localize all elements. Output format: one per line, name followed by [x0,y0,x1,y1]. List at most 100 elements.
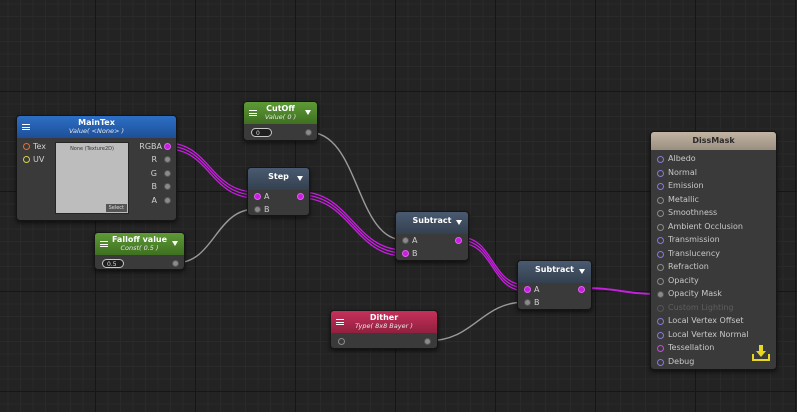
input-port-ambient-occlusion[interactable] [657,224,664,231]
input-label-normal: Normal [668,168,697,177]
output-port[interactable] [172,260,179,267]
wire-step-to-subtract1 [300,191,405,257]
input-port-local-vertex-offset[interactable] [657,318,664,325]
menu-icon[interactable] [249,110,257,116]
node-header[interactable]: Dither Type( 8x8 Bayer ) [331,311,437,333]
input-label-tessellation: Tessellation [668,343,715,352]
output-port-g[interactable] [164,170,171,177]
output-port-rgba[interactable] [164,143,171,150]
falloff-value-field[interactable]: 0.5 [102,259,124,268]
node-subtitle: Value( <None> ) [69,127,124,135]
input-label-uv: UV [33,155,45,164]
chevron-down-icon[interactable] [579,269,585,274]
output-port[interactable] [305,129,312,136]
wire-subtract1-to-subtract2 [458,236,527,292]
node-header[interactable]: Subtract [518,261,591,283]
input-port-b[interactable] [402,250,409,257]
chevron-down-icon[interactable] [456,220,462,225]
input-label-metallic: Metallic [668,195,699,204]
input-port-b[interactable] [254,206,261,213]
input-port-tex[interactable] [23,143,30,150]
input-port-a[interactable] [254,193,261,200]
input-label-ambient-occlusion: Ambient Occlusion [668,222,743,231]
node-dither[interactable]: Dither Type( 8x8 Bayer ) [330,310,438,349]
input-port-smoothness[interactable] [657,210,664,217]
wire-cutoff-to-subtract1 [307,131,405,241]
output-port-b[interactable] [164,183,171,190]
chevron-down-icon[interactable] [297,176,303,181]
output-label-a: A [151,196,157,205]
input-port-transmission[interactable] [657,237,664,244]
node-step[interactable]: Step A B [247,167,310,216]
input-port-custom-lighting [657,305,664,312]
output-port-r[interactable] [164,156,171,163]
node-subtract-1[interactable]: Subtract A B [395,211,469,261]
texture-select-button[interactable]: Select [105,204,127,212]
input-label-albedo: Albedo [668,154,696,163]
chevron-down-icon[interactable] [305,110,311,115]
texture-preview[interactable]: None (Texture2D) Select [55,142,129,214]
input-label-a: A [534,285,540,294]
output-port-a[interactable] [164,197,171,204]
node-subtract-2[interactable]: Subtract A B [517,260,592,310]
input-port-emission[interactable] [657,183,664,190]
input-port-refraction[interactable] [657,264,664,271]
node-header[interactable]: Subtract [396,212,468,234]
input-port-local-vertex-normal[interactable] [657,332,664,339]
node-header[interactable]: Falloff value Const( 0.5 ) [95,233,184,255]
node-dissmask-output[interactable]: DissMask Albedo Normal Emission Metallic… [650,131,777,370]
input-port-tessellation[interactable] [657,345,664,352]
node-title: MainTex [78,118,115,127]
node-falloff-value[interactable]: Falloff value Const( 0.5 ) 0.5 [94,232,185,270]
node-title: Step [268,172,289,181]
input-label-refraction: Refraction [668,262,709,271]
wire-subtract2-to-opacity-mask [581,287,661,295]
output-label-r: R [151,155,157,164]
input-port-uv[interactable] [23,156,30,163]
output-port[interactable] [455,237,462,244]
input-label-opacity-mask: Opacity Mask [668,289,722,298]
output-port[interactable] [578,286,585,293]
node-header[interactable]: Step [248,168,309,190]
input-port-debug[interactable] [657,359,664,366]
node-maintex[interactable]: MainTex Value( <None> ) Tex UV None (Tex… [16,115,177,221]
node-title: Subtract [412,216,452,225]
input-port-a[interactable] [524,286,531,293]
output-label-b: B [151,182,158,191]
output-port[interactable] [297,193,304,200]
wire-dither-to-subtract2 [426,301,527,342]
input-label-debug: Debug [668,357,695,366]
input-port-albedo[interactable] [657,156,664,163]
input-port-normal[interactable] [657,170,664,177]
input-port[interactable] [338,338,345,345]
input-port-opacity-mask[interactable] [657,291,664,298]
node-title: Dither [369,313,399,322]
cutoff-value-field[interactable]: 0 [251,128,272,137]
node-cutoff[interactable]: CutOff Value( 0 ) 0 [243,101,318,141]
input-label-custom-lighting: Custom Lighting [668,303,734,312]
node-header[interactable]: MainTex Value( <None> ) [17,116,176,138]
wire-falloff-to-step [174,208,257,264]
chevron-down-icon[interactable] [172,241,178,246]
input-port-translucency[interactable] [657,251,664,258]
input-label-a: A [412,236,418,245]
input-port-opacity[interactable] [657,278,664,285]
input-port-a[interactable] [402,237,409,244]
input-label-opacity: Opacity [668,276,699,285]
input-label-b: B [534,298,540,307]
input-label-tex: Tex [33,142,47,151]
input-port-b[interactable] [524,299,531,306]
input-label-translucency: Translucency [668,249,720,258]
node-subtitle: Type( 8x8 Bayer ) [355,322,413,330]
menu-icon[interactable] [336,319,344,325]
input-port-metallic[interactable] [657,197,664,204]
output-port[interactable] [424,338,431,345]
input-label-b: B [412,249,418,258]
save-download-icon[interactable] [751,343,771,363]
menu-icon[interactable] [100,241,108,247]
input-label-local-vertex-offset: Local Vertex Offset [668,316,744,325]
node-header[interactable]: CutOff Value( 0 ) [244,102,317,124]
menu-icon[interactable] [22,124,30,130]
node-header[interactable]: DissMask [651,132,776,150]
input-label-smoothness: Smoothness [668,208,718,217]
